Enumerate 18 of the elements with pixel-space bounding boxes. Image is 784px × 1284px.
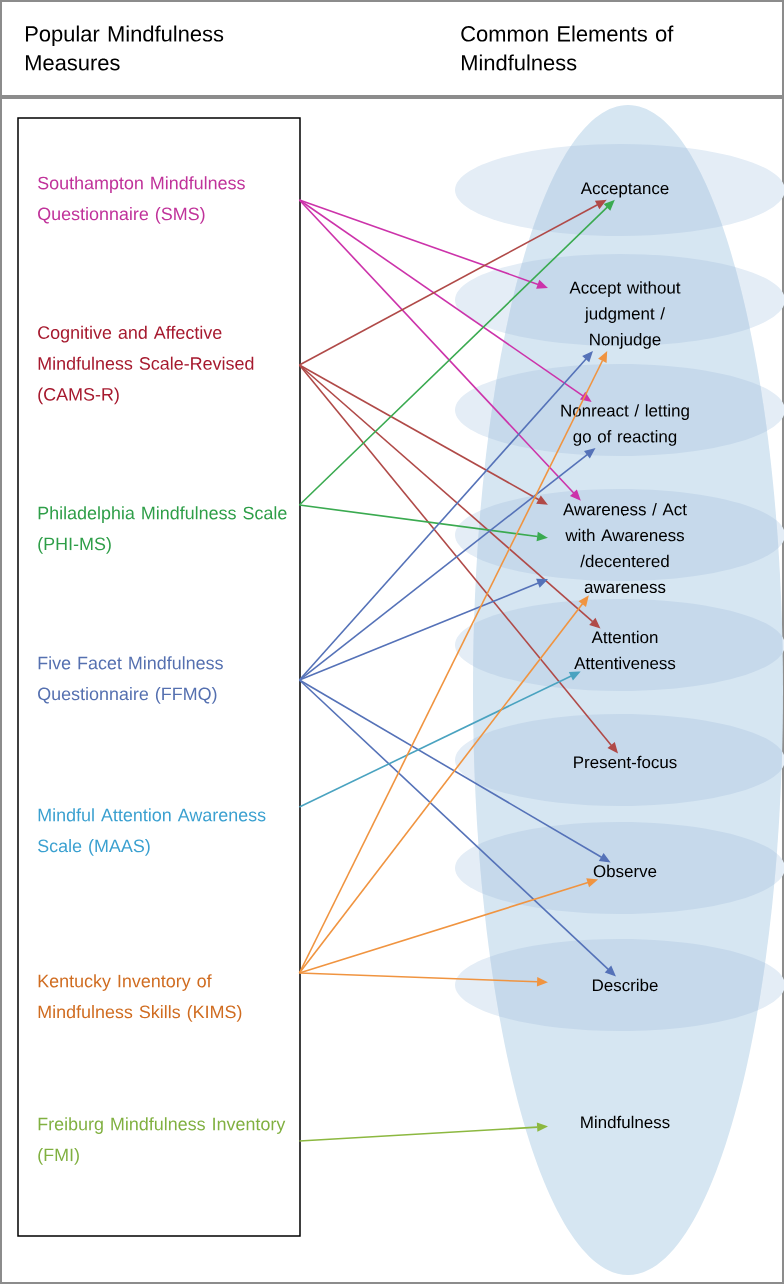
measure-name: Mindful Attention Awareness Scale (MAAS) — [38, 808, 266, 856]
element-name: Observe — [593, 864, 657, 878]
element-name: Mindfulness — [581, 1115, 670, 1129]
measure-name: Kentucky Inventory of Mindfulness Skills (KIMS) — [38, 974, 242, 1022]
column-heading: Common Elements of Mindfulness — [461, 25, 674, 71]
element-name: Accept without judgment / Nonjudge — [569, 281, 681, 349]
arrow — [298, 364, 548, 505]
measure-name: Freiburg Mindfulness Inventory (FMI) — [38, 1117, 286, 1165]
element-name: Awareness / Act with Awareness /decentered awareness — [563, 502, 687, 594]
column-heading: Popular Mindfulness Measures — [26, 25, 224, 71]
measure-name: Southampton Mindfulness Questionnaire (SMS) — [38, 176, 245, 224]
measure-name: Five Facet Mindfulness Questionnaire (FFMQ) — [38, 656, 223, 704]
element-name: Present-focus — [574, 755, 677, 769]
element-name: Describe — [592, 978, 658, 992]
element-name: Attention Attentiveness — [574, 630, 676, 670]
measure-name: Philadelphia Mindfulness Scale (PHI-MS) — [38, 506, 287, 554]
measure-name: Cognitive and Affective Mindfulness Scale-Revised (CAMS-R) — [38, 325, 254, 405]
element-name: Acceptance — [580, 182, 669, 198]
